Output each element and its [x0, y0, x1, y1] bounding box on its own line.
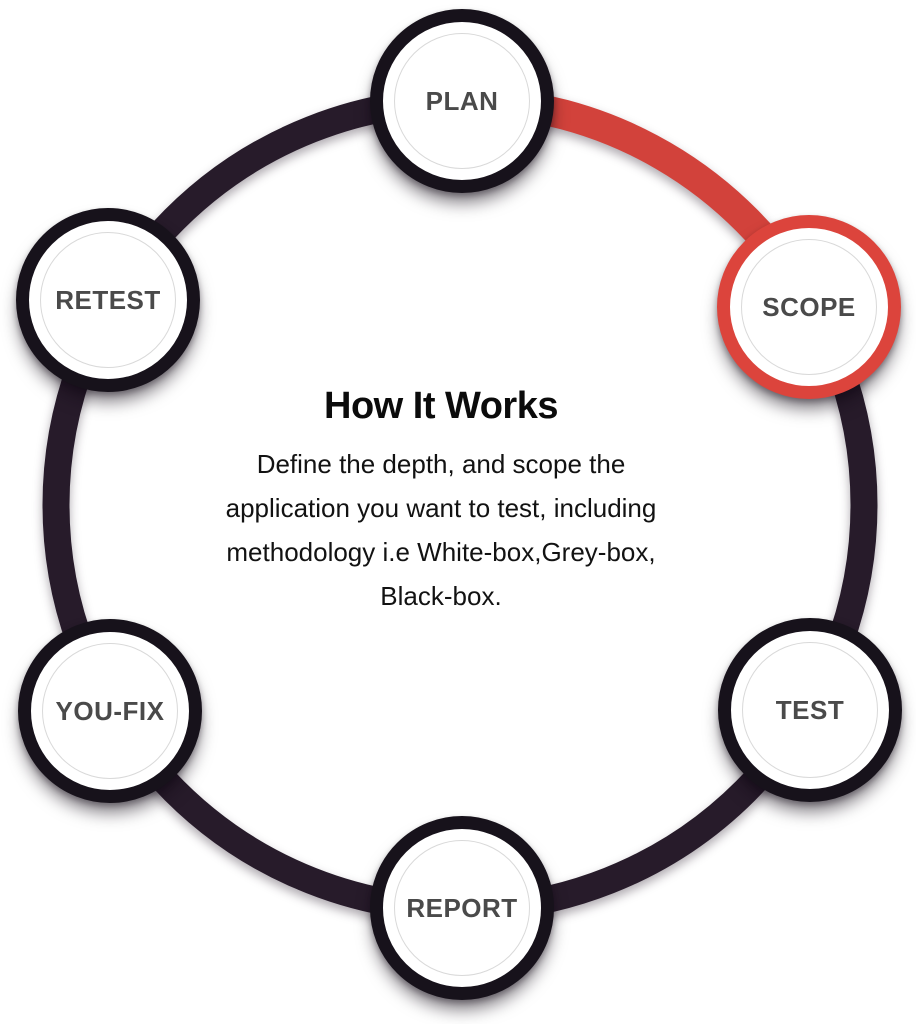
node-plan[interactable]: PLAN	[370, 9, 554, 193]
step-description-line: application you want to test, including	[225, 493, 657, 523]
node-you-fix[interactable]: YOU-FIX	[18, 619, 202, 803]
node-scope-label: SCOPE	[762, 291, 856, 322]
node-retest-label: RETEST	[55, 284, 161, 315]
node-test[interactable]: TEST	[718, 618, 902, 802]
node-scope[interactable]: SCOPE	[717, 215, 901, 399]
node-plan-label: PLAN	[425, 85, 499, 116]
node-test-label: TEST	[775, 694, 845, 725]
step-description-line: Define the depth, and scope the	[256, 449, 626, 479]
node-report-label: REPORT	[406, 892, 518, 923]
node-report[interactable]: REPORT	[370, 816, 554, 1000]
step-description: Define the depth, and scope the applicat…	[171, 442, 711, 618]
step-description-line: methodology i.e White-box,Grey-box,	[226, 537, 656, 567]
page-title: How It Works	[324, 385, 559, 427]
node-you-fix-label: YOU-FIX	[55, 695, 165, 726]
node-retest[interactable]: RETEST	[16, 208, 200, 392]
center-copy: How It Works Define the depth, and scope…	[171, 384, 711, 618]
step-description-line: Black-box.	[380, 581, 502, 611]
